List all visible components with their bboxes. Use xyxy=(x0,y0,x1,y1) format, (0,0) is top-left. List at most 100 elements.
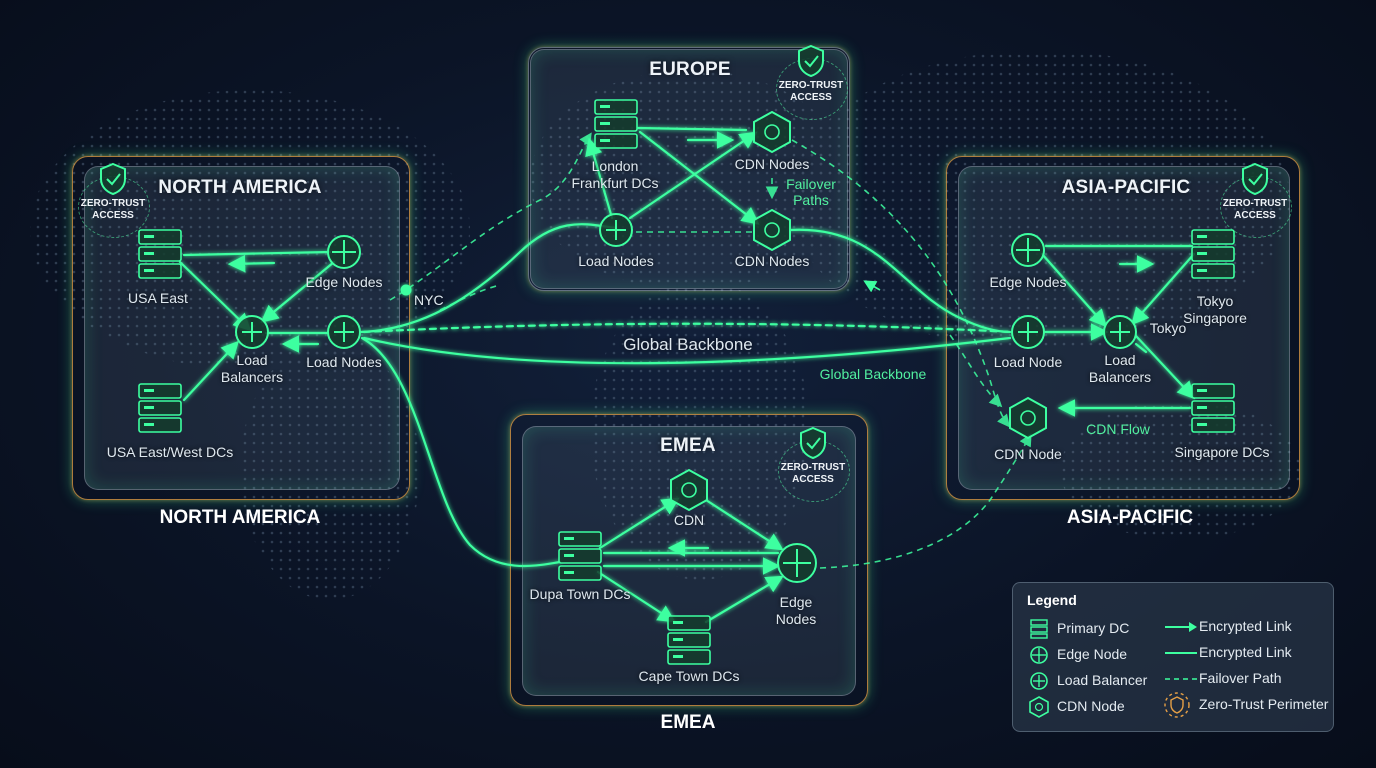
asia-pacific-outer-label: ASIA-PACIFIC xyxy=(1066,507,1194,528)
node-label: Load Node xyxy=(993,354,1063,370)
server-icon xyxy=(1191,383,1235,433)
link-global-backbone xyxy=(362,336,1012,365)
node-label: Singapore DCs xyxy=(1174,444,1270,460)
nyc-node-dot xyxy=(400,284,412,296)
legend-failover-path: Failover Path xyxy=(1199,670,1282,686)
north-america-outer-label: NORTH AMERICA xyxy=(159,507,321,528)
link-london-to-cdn xyxy=(636,126,748,132)
europe-title: EUROPE xyxy=(649,59,731,80)
legend-encrypted-link: Encrypted Link xyxy=(1199,644,1292,660)
link-lb-to-singapore xyxy=(1134,334,1196,400)
zero-trust-badge-na: ZERO-TRUST ACCESS xyxy=(78,162,150,238)
load-balancer-icon xyxy=(1030,672,1048,690)
failover-nyc xyxy=(439,284,501,311)
link-dupa-to-cdn xyxy=(598,497,680,550)
cdn-node-icon xyxy=(753,208,791,252)
nyc-label: NYC xyxy=(414,292,444,308)
link-dupa-to-cape xyxy=(596,570,676,623)
node-label: Edge Nodes xyxy=(775,594,817,627)
node-label: USA East xyxy=(128,290,188,306)
node-label: Dupa Town DCs xyxy=(529,586,631,602)
failover-na-to-london xyxy=(389,132,592,301)
node-label: Load Nodes xyxy=(578,253,654,269)
node-label: CDN xyxy=(673,512,705,528)
load-balancer-icon xyxy=(1103,315,1137,349)
cdn-node-icon xyxy=(670,468,708,512)
link-cape-to-edge xyxy=(704,575,784,624)
link-na-to-emea xyxy=(360,336,562,568)
link-usa-east-to-lb xyxy=(178,260,252,332)
zero-trust-badge-europe: ZERO-TRUST ACCESS xyxy=(776,44,848,120)
legend-load-balancer: Load Balancer xyxy=(1057,672,1148,688)
edge-node-icon xyxy=(1011,233,1045,267)
edge-node-icon xyxy=(1030,646,1048,664)
node-label: Cape Town DCs xyxy=(638,668,740,684)
node-label: Edge Nodes xyxy=(989,274,1067,290)
cdn-node-icon xyxy=(1009,396,1047,440)
edge-node-icon xyxy=(777,543,817,583)
encrypted-link-arrow-icon xyxy=(1165,622,1197,632)
failover-path-icon xyxy=(1165,678,1197,680)
node-label: London Frankfurt DCs xyxy=(571,158,659,191)
load-node-icon xyxy=(1011,315,1045,349)
encrypted-link-icon xyxy=(1165,652,1197,654)
node-label: USA East/West DCs xyxy=(106,444,234,460)
link-usa-east-to-edge xyxy=(182,250,332,257)
zero-trust-badge-emea: ZERO-TRUST ACCESS xyxy=(778,426,850,502)
emea-perimeter xyxy=(510,414,868,706)
zero-trust-label: ZERO-TRUST ACCESS xyxy=(1222,198,1288,221)
link-na-to-europe xyxy=(358,223,618,334)
zero-trust-perimeter-icon xyxy=(1164,692,1190,718)
primary-dc-icon xyxy=(1030,619,1048,639)
failover-emea-to-apac xyxy=(819,433,1032,569)
zero-trust-label: ZERO-TRUST ACCESS xyxy=(80,198,146,221)
link-tokyo-to-lb xyxy=(1131,252,1196,326)
shield-icon xyxy=(798,44,824,78)
legend-title: Legend xyxy=(1027,592,1077,608)
server-icon xyxy=(594,99,638,149)
link-load-to-london xyxy=(585,137,614,220)
failover-label: Failover Paths xyxy=(786,176,836,208)
node-label: Load Nodes xyxy=(306,354,382,370)
server-icon xyxy=(1191,229,1235,279)
zero-trust-badge-apac: ZERO-TRUST ACCESS xyxy=(1220,162,1292,238)
zero-trust-label: ZERO-TRUST ACCESS xyxy=(778,80,844,103)
server-icon xyxy=(138,383,182,433)
link-global-backbone-secondary xyxy=(362,322,1014,334)
link-europe-to-apac xyxy=(788,228,1012,334)
node-label: Tokyo Singapore xyxy=(1183,293,1247,326)
load-balancer-icon xyxy=(235,315,269,349)
north-america-perimeter xyxy=(72,156,410,500)
failover-apac-inner xyxy=(949,334,1003,408)
cdn-node-icon xyxy=(1029,696,1049,718)
node-label: Tokyo xyxy=(1149,320,1187,336)
emea-title: EMEA xyxy=(660,435,716,456)
server-icon xyxy=(558,531,602,581)
arrow-edge-to-usa-east xyxy=(227,254,276,273)
legend-panel: Legend Primary DC Edge Node Load Balance… xyxy=(1012,582,1334,732)
node-label: Load Balancers xyxy=(1088,352,1152,385)
north-america-title: NORTH AMERICA xyxy=(158,177,322,198)
global-backbone-label: Global Backbone xyxy=(623,335,753,354)
link-edge-to-lb xyxy=(260,260,336,323)
load-node-icon xyxy=(327,315,361,349)
link-edge-to-lb-apac xyxy=(1040,252,1107,328)
emea-outer-label: EMEA xyxy=(660,712,716,733)
cdn-node-icon xyxy=(753,110,791,154)
legend-edge-node: Edge Node xyxy=(1057,646,1128,662)
node-label: CDN Node xyxy=(994,446,1062,462)
link-lb-to-tokyo-label xyxy=(1134,342,1148,354)
arrow-apac-to-europe xyxy=(863,280,881,293)
legend-encrypted-link-arrow: Encrypted Link xyxy=(1199,618,1292,634)
shield-icon xyxy=(100,162,126,196)
shield-icon xyxy=(800,426,826,460)
legend-zero-trust-perimeter: Zero-Trust Perimeter xyxy=(1199,696,1329,712)
zero-trust-label: ZERO-TRUST ACCESS xyxy=(780,462,846,485)
link-london-to-cdn-bottom xyxy=(638,130,760,225)
node-label: CDN Nodes xyxy=(734,156,810,172)
node-label: Load Balancers xyxy=(220,352,284,385)
global-backbone-secondary-label: Global Backbone xyxy=(819,366,927,382)
legend-primary-dc: Primary DC xyxy=(1057,620,1130,636)
